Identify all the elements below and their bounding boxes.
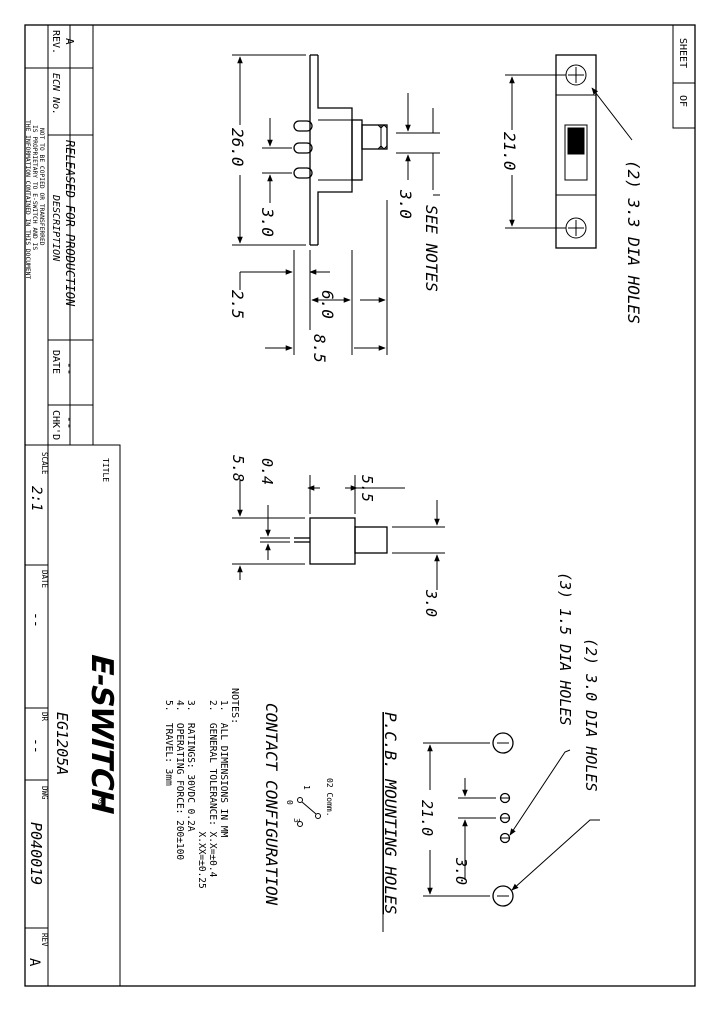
side-view: 26.0 3.0 3.0 SEE NOTES 2.5 6.0 8.5 [228, 54, 441, 363]
top-view-holes-note: (2) 3.3 DIA HOLES [624, 160, 643, 324]
part-number: EG1205A [53, 712, 71, 775]
top-view-dim-21: 21.0 [500, 132, 519, 171]
side-view-dim-2-5: 2.5 [228, 290, 247, 319]
scale-value: 2:1 [28, 486, 44, 511]
proprietary-notice-line-2: IS PROPRIETARY TO E-SWITCH AND IS [31, 125, 38, 250]
pcb-large-hole-bottom [492, 885, 514, 907]
title-block: TITLE EG1205A E-SWITCH ® SCALE 2:1 DATE … [24, 444, 121, 987]
contact-configuration: CONTACT CONFIGURATION 02 Comm. 1 3 0 [262, 703, 334, 906]
note-line-3: 3. RATINGS: 30VDC 0.2A [185, 700, 196, 832]
pcb-small-hole-2 [499, 812, 511, 824]
side-view-dim-26: 26.0 [228, 128, 247, 167]
pcb-view: 21.0 3.0 (2) 3.0 DIA HOLES (3) 1.5 DIA H… [381, 572, 600, 932]
terminal-1 [293, 120, 313, 132]
dwg-value: P040019 [27, 822, 45, 885]
contact-label-3: 3 [292, 818, 301, 823]
sheet-number-box: SHEET OF [672, 24, 696, 129]
dwg-label: DWG [40, 786, 49, 800]
pcb-dim-3: 3.0 [452, 857, 470, 885]
description-header: DESCRIPTION [50, 194, 61, 262]
registered-mark: ® [95, 798, 108, 805]
pcb-title: P.C.B. MOUNTING HOLES [381, 712, 400, 914]
end-view-dim-0-4: 0.4 [258, 458, 276, 485]
company-logo: E-SWITCH [84, 650, 118, 817]
chkd-value: -- [63, 416, 76, 429]
terminal-2 [293, 142, 313, 154]
terminal-3 [293, 167, 313, 179]
end-view-dim-5-5: 5.5 [358, 475, 376, 502]
date-header: DATE [50, 350, 61, 374]
end-view-dim-5-8: 5.8 [229, 455, 247, 482]
date-label: DATE [40, 570, 49, 589]
ecn-header: ECN No. [50, 73, 61, 115]
notes: NOTES: 1. ALL DIMENSIONS IN MM 2. GENERA… [163, 688, 240, 889]
scale-label: SCALE [40, 452, 49, 475]
sheet-label: SHEET [677, 38, 688, 68]
pcb-small-hole-3 [499, 832, 511, 844]
date-value: -- [28, 612, 43, 628]
rev-header: REV. [50, 30, 61, 54]
pcb-holes-large: (2) 3.0 DIA HOLES [582, 638, 600, 792]
side-view-dim-3-right: 3.0 [396, 189, 415, 219]
contact-label-comm: 02 Comm. [325, 778, 334, 817]
pcb-small-hole-1 [499, 792, 511, 804]
pcb-large-hole-top [492, 732, 514, 754]
dr-label: DR [40, 712, 49, 722]
note-line-4: 4. OPERATING FORCE: 200±100 [174, 700, 185, 860]
revision-block: REV. ECN No. DESCRIPTION DATE CHK'D A RE… [24, 24, 94, 446]
side-view-dim-6: 6.0 [318, 290, 337, 319]
notes-heading: NOTES: [229, 688, 240, 724]
contact-label-1: 1 [302, 785, 311, 790]
note-line-2: 2. GENERAL TOLERANCE: X.X=±0.4 [207, 700, 218, 878]
end-view: 0.4 5.8 5.5 3.0 [229, 455, 445, 617]
rev-value: A [63, 38, 76, 45]
top-view: 21.0 (2) 3.3 DIA HOLES [500, 54, 643, 324]
note-line-5: 5. TRAVEL: 3mm [163, 700, 174, 786]
description-value: RELEASED FOR PRODUCTION [63, 140, 77, 307]
pcb-dim-21: 21.0 [418, 800, 436, 836]
title-label: TITLE [101, 458, 110, 482]
date-value: -- [63, 362, 76, 375]
note-line-1: 1. ALL DIMENSIONS IN MM [218, 700, 229, 838]
of-label: OF [677, 95, 688, 107]
side-view-dim-8-5: 8.5 [310, 334, 329, 363]
note-line-2b: X.XX=±0.25 [196, 700, 207, 889]
sheet-border [24, 24, 696, 987]
see-notes: SEE NOTES [422, 205, 441, 292]
proprietary-notice-line-3: NOT TO BE COPIED OR TRANSFERRED [38, 128, 45, 246]
chkd-header: CHK'D [50, 410, 61, 440]
contact-label-0: 0 [285, 800, 294, 805]
rev-value: A [26, 958, 42, 967]
side-view-dim-3-left: 3.0 [258, 207, 277, 237]
pcb-holes-small: (3) 1.5 DIA HOLES [556, 572, 574, 726]
end-view-dim-3: 3.0 [422, 589, 440, 617]
rev-label: REV [40, 933, 49, 947]
dr-value: -- [28, 738, 43, 754]
contact-title: CONTACT CONFIGURATION [262, 703, 281, 906]
proprietary-notice-line-1: THE INFORMATION CONTAINED IN THIS DOCUME… [24, 120, 31, 279]
